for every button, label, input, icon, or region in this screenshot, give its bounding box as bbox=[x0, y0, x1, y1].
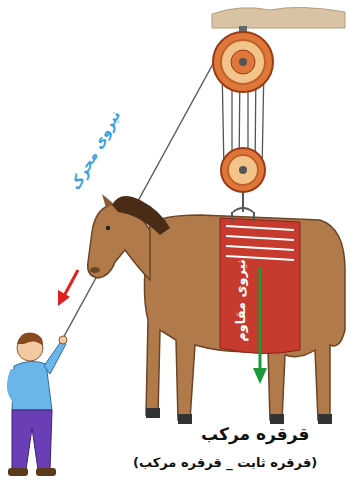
ceiling bbox=[212, 7, 345, 28]
caption: (قرقره ثابت _ قرقره مرکب) bbox=[133, 455, 317, 470]
movable-pulley bbox=[221, 148, 265, 212]
title: قرقره مرکب bbox=[201, 424, 309, 444]
fixed-pulley bbox=[213, 32, 273, 92]
resistance-arrow bbox=[253, 268, 267, 384]
force-label: نیروی مقاوم bbox=[232, 259, 247, 342]
boy bbox=[8, 332, 67, 476]
effort-arrow bbox=[58, 270, 78, 306]
force-label: نیروی محرک bbox=[67, 108, 124, 193]
horse bbox=[88, 194, 345, 424]
